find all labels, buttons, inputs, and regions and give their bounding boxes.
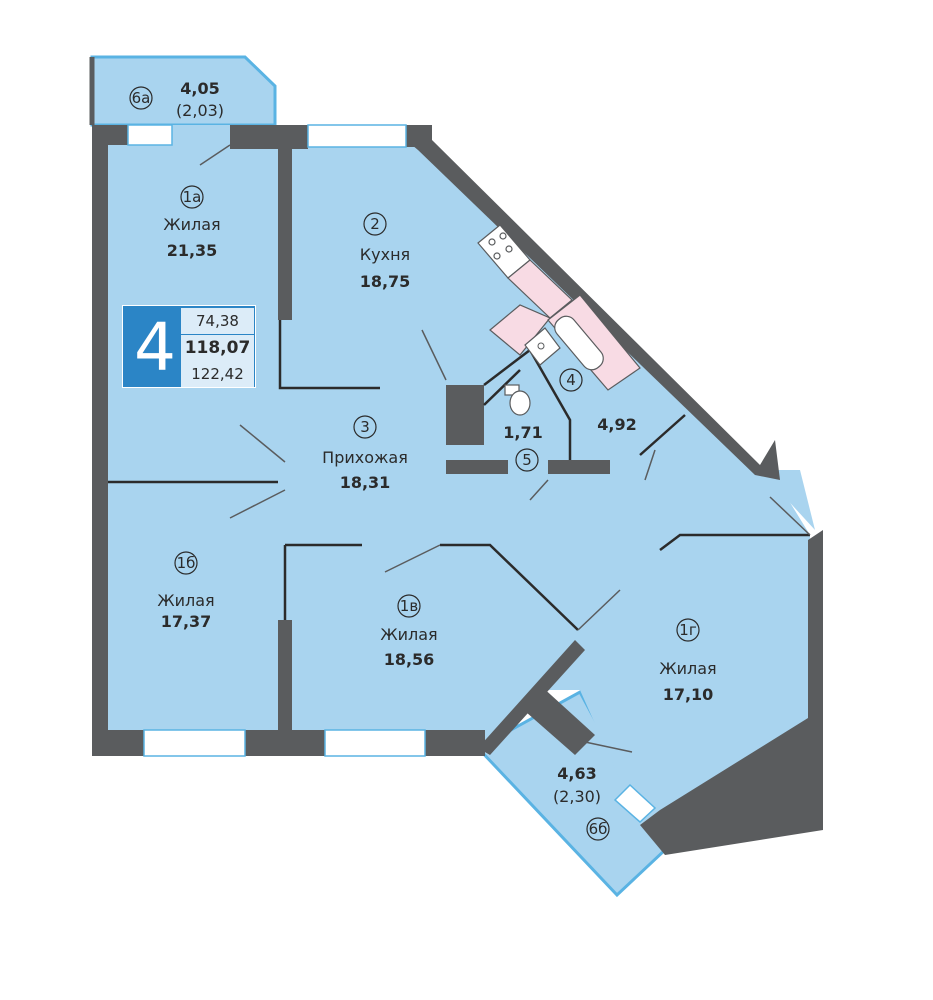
- room-area: 4,63: [557, 764, 596, 783]
- room-name: Жилая: [163, 215, 220, 234]
- room-number: 1г: [679, 621, 697, 639]
- room-label-1v: 1в Жилая 18,56: [380, 594, 438, 669]
- room-label-6a: 6а 4,05 (2,03): [129, 79, 224, 120]
- room-area: 17,37: [161, 612, 212, 631]
- partitions: [108, 320, 810, 631]
- room-label-3: 3 Прихожая 18,31: [322, 415, 408, 492]
- room-name: Кухня: [360, 245, 410, 264]
- room-area: 4,92: [597, 415, 636, 434]
- living-area: 74,38: [181, 308, 254, 334]
- room-area: 18,75: [360, 272, 411, 291]
- total-area: 118,07: [181, 335, 254, 361]
- room-label-6b: 4,63 (2,30) 6б: [553, 764, 610, 841]
- room-reduced-area: (2,03): [176, 101, 224, 120]
- room-label-1g: 1г Жилая 17,10: [659, 618, 717, 704]
- room-area: 1,71: [503, 423, 542, 442]
- bathtub-icon: [547, 294, 641, 391]
- apartment-floor: [92, 125, 815, 840]
- room-label-1b: 1б Жилая 17,37: [157, 551, 215, 631]
- room-label-4: 4 4,92: [559, 368, 637, 434]
- room-area: 18,31: [340, 473, 391, 492]
- room-count: 4: [134, 309, 176, 386]
- room-name: Жилая: [380, 625, 437, 644]
- burner-icon: [493, 252, 501, 260]
- room-number: 6а: [132, 89, 151, 107]
- room-number: 6б: [589, 820, 608, 838]
- room-reduced-area: (2,30): [553, 787, 601, 806]
- room-label-2: 2 Кухня 18,75: [360, 212, 411, 291]
- room-number: 1в: [400, 597, 418, 615]
- room-area: 18,56: [384, 650, 435, 669]
- room-number: 5: [522, 451, 532, 469]
- room-name: Жилая: [157, 591, 214, 610]
- total-area-with-balconies: 122,42: [181, 361, 254, 387]
- sink-icon: [524, 327, 561, 366]
- door-swings: [199, 144, 811, 753]
- room-name: Прихожая: [322, 448, 408, 467]
- room-label-5: 1,71 5: [503, 423, 543, 472]
- room-area: 4,05: [180, 79, 219, 98]
- room-area: 21,35: [167, 241, 218, 260]
- room-number: 1а: [183, 188, 202, 206]
- burner-icon: [499, 232, 507, 240]
- room-label-1a: 1а Жилая 21,35: [163, 185, 221, 260]
- room-name: Жилая: [659, 659, 716, 678]
- apartment-summary-badge: 4 74,38 118,07 122,42: [122, 305, 256, 388]
- room-number: 3: [360, 418, 370, 436]
- windows: [127, 124, 657, 824]
- room-number: 1б: [177, 554, 196, 572]
- burner-icon: [505, 245, 513, 253]
- toilet-icon: [504, 384, 531, 416]
- room-number: 2: [370, 215, 380, 233]
- room-number: 4: [566, 371, 576, 389]
- burner-icon: [488, 238, 496, 246]
- room-area: 17,10: [663, 685, 714, 704]
